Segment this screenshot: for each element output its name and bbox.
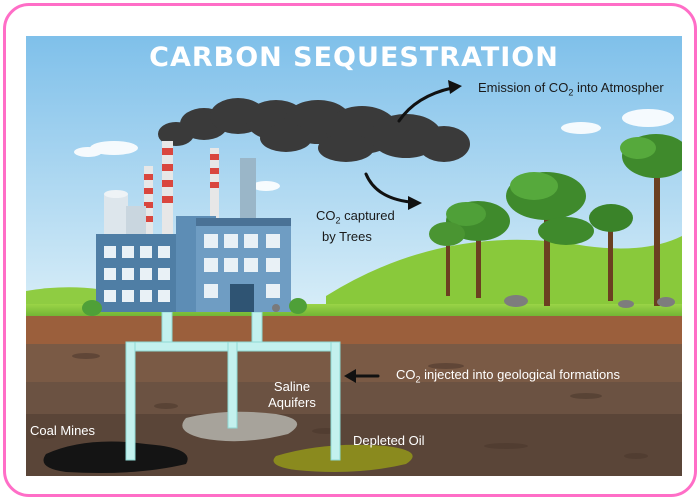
topsoil — [26, 316, 682, 346]
diagram-title: CARBON SEQUESTRATION — [149, 42, 559, 73]
capture-arrow-curve — [364, 172, 412, 204]
injected-label: CO2 injected into geological formations — [396, 367, 620, 385]
coal-deposit — [43, 441, 188, 473]
emission-arrow-head — [448, 80, 462, 94]
aquifer — [182, 411, 298, 442]
factory — [82, 141, 307, 316]
captured-label: CO2 captured by Trees — [316, 208, 395, 244]
arrowheads — [344, 80, 462, 383]
depleted-oil-label: Depleted Oil — [353, 433, 425, 448]
diagram-scene: CARBON SEQUESTRATION Emission of CO2 int… — [26, 36, 682, 476]
soil-speckles — [36, 353, 648, 459]
capture-arrow-head — [408, 196, 422, 210]
inject-arrow-head — [344, 369, 356, 383]
rocks — [504, 295, 675, 308]
saline-aquifers-label: Saline Aquifers — [268, 379, 316, 410]
illustration — [26, 36, 682, 476]
emission-label: Emission of CO2 into Atmospher — [478, 80, 664, 98]
oil-deposit — [273, 444, 413, 472]
clouds — [74, 109, 674, 191]
coal-mines-label: Coal Mines — [30, 423, 96, 438]
smoke — [158, 98, 470, 162]
emission-arrow-curve — [397, 86, 454, 123]
hill-right — [326, 236, 682, 321]
trees — [429, 134, 682, 306]
outer-frame: CARBON SEQUESTRATION Emission of CO2 int… — [3, 3, 697, 497]
